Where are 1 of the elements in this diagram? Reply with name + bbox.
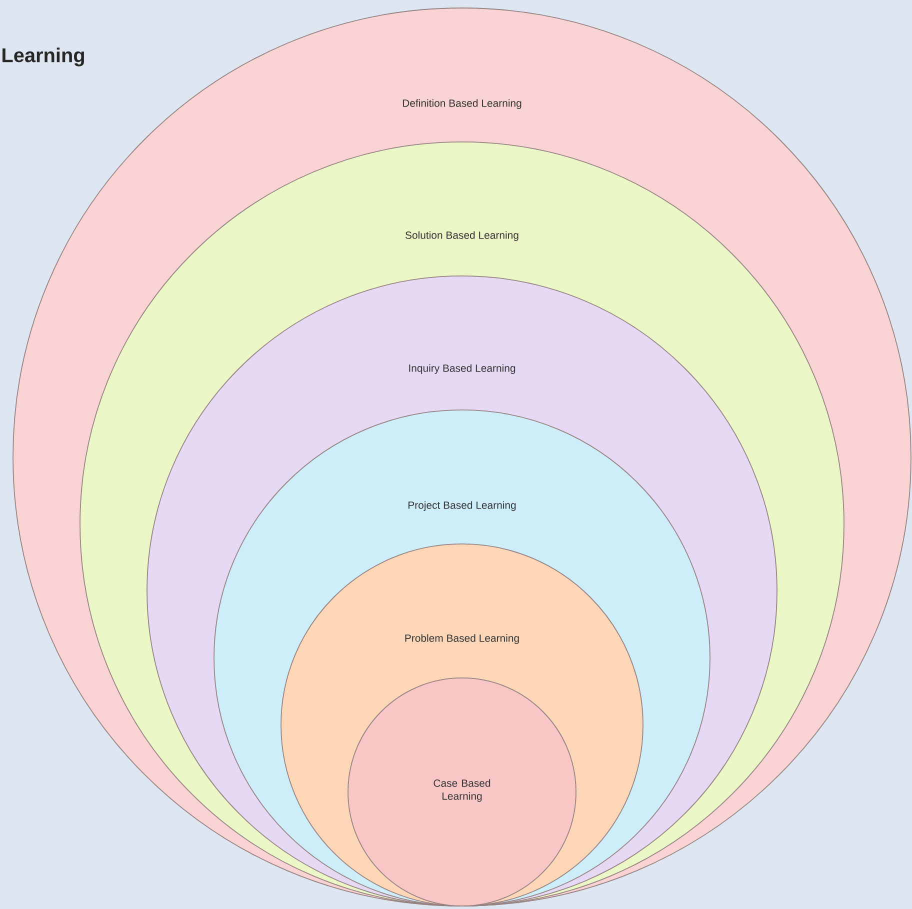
circle-band: Case Based Learning — [348, 678, 576, 906]
